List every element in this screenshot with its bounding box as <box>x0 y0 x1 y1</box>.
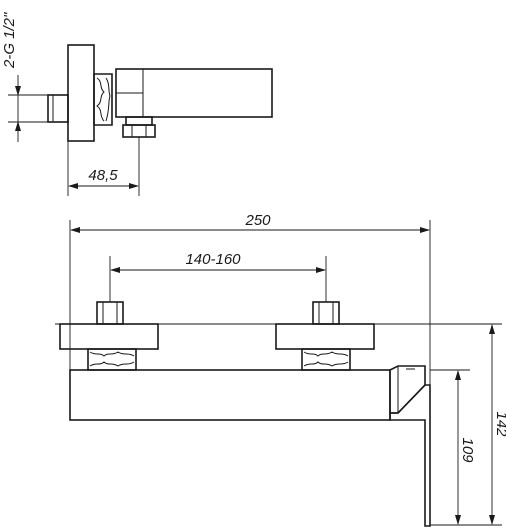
side-pipe-stub <box>47 94 69 123</box>
total-height-label: 142 <box>493 411 506 437</box>
side-eccentric-nut <box>93 73 113 126</box>
side-flange <box>67 44 95 142</box>
mixer-body <box>69 369 391 421</box>
side-outlet-collar <box>125 116 153 126</box>
side-view: 2-G 1/2" 48,5 <box>1 12 273 196</box>
right-pipe-stub <box>312 301 340 325</box>
center-distance-label: 140-160 <box>185 251 241 268</box>
total-width-label: 250 <box>244 212 271 229</box>
left-eccentric-nut <box>87 348 137 371</box>
right-flange <box>275 323 375 350</box>
left-pipe-stub <box>96 301 124 325</box>
front-view: 250 140-160 109 142 <box>55 212 506 527</box>
side-outlet-nut <box>122 124 156 138</box>
spout-plate <box>389 384 431 527</box>
thread-dimension-label: 2-G 1/2" <box>1 12 18 69</box>
depth-dimension-label: 48,5 <box>88 167 118 184</box>
spout-height-label: 109 <box>459 437 476 463</box>
right-eccentric-nut <box>301 348 351 371</box>
left-flange <box>59 323 159 350</box>
